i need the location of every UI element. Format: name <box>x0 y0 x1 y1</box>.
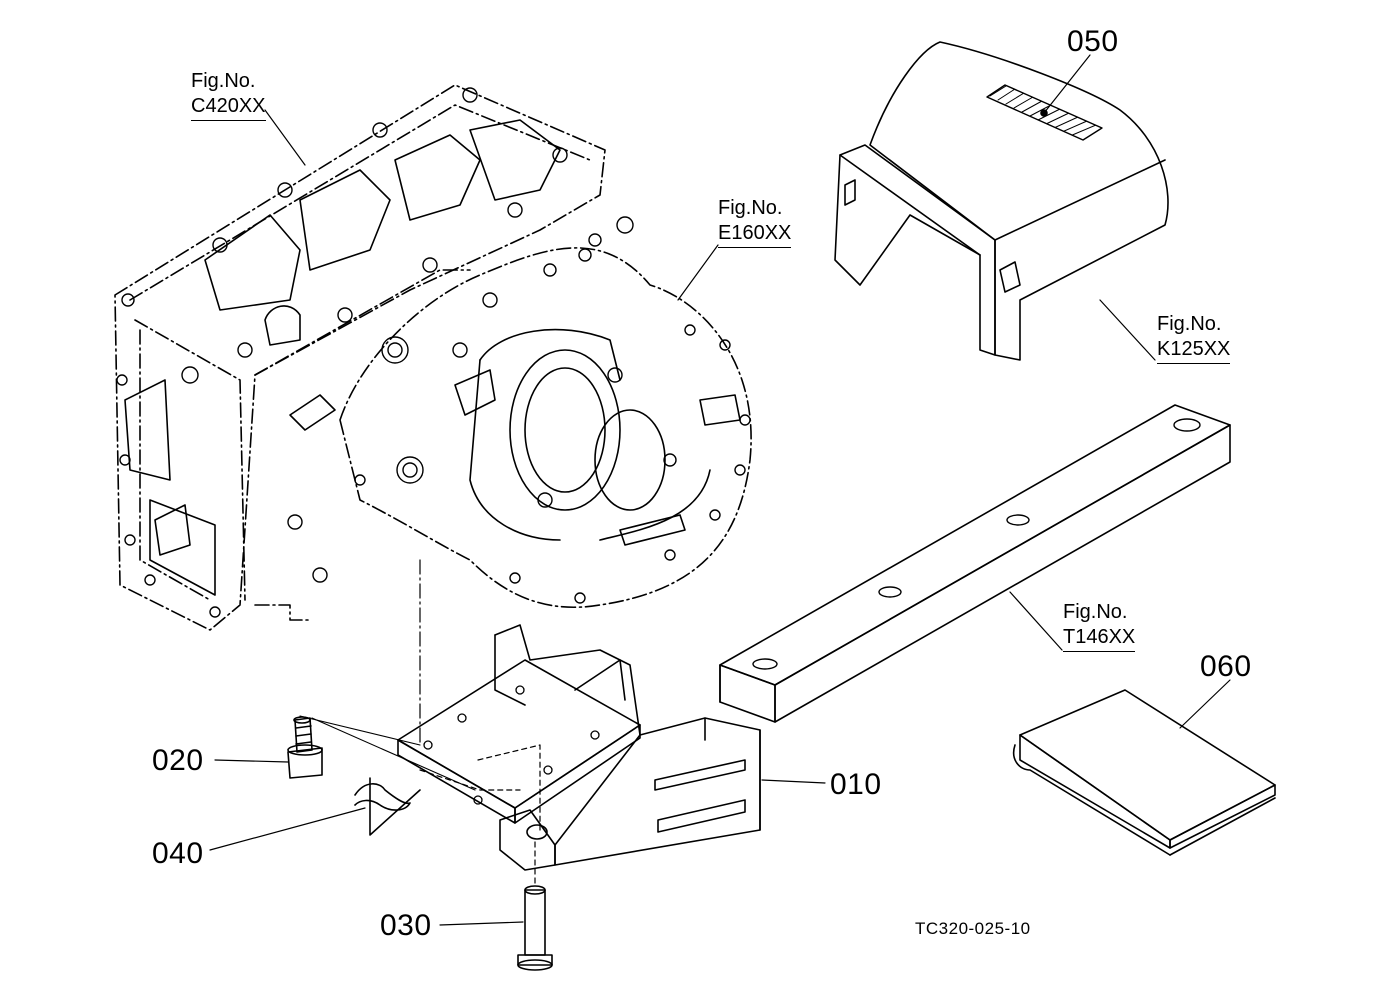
leader-lines <box>209 54 1231 926</box>
part-number-050: 050 <box>1067 25 1119 58</box>
part-number-060: 060 <box>1200 650 1252 683</box>
figure-ref-code: E160XX <box>718 221 792 248</box>
part-number-020: 020 <box>152 744 204 777</box>
figure-ref-prefix: Fig.No. <box>718 197 783 219</box>
figure-ref-code: C420XX <box>191 94 266 121</box>
figure-ref-code: K125XX <box>1157 337 1231 364</box>
figure-ref-bellhousing: Fig.No. E160XX <box>718 196 792 248</box>
manual <box>1012 689 1276 856</box>
figure-ref-code: T146XX <box>1063 625 1136 652</box>
pin <box>517 841 553 971</box>
figure-ref-drawbar: Fig.No. T146XX <box>1063 600 1136 652</box>
part-number-040: 040 <box>152 837 204 870</box>
clip <box>354 777 421 836</box>
figure-ref-cover: Fig.No. K125XX <box>1157 312 1231 364</box>
figure-ref-prefix: Fig.No. <box>1157 313 1222 335</box>
figure-ref-prefix: Fig.No. <box>1063 601 1128 623</box>
part-number-010: 010 <box>830 768 882 801</box>
drawing-id: TC320-025-10 <box>915 919 1031 938</box>
figure-ref-case: Fig.No. C420XX <box>191 69 266 121</box>
transmission-case <box>114 84 752 631</box>
bolt <box>287 716 323 779</box>
drawbar <box>719 404 1231 723</box>
cover <box>834 41 1169 361</box>
part-number-030: 030 <box>380 909 432 942</box>
figure-ref-prefix: Fig.No. <box>191 70 256 92</box>
bracket <box>397 624 761 871</box>
